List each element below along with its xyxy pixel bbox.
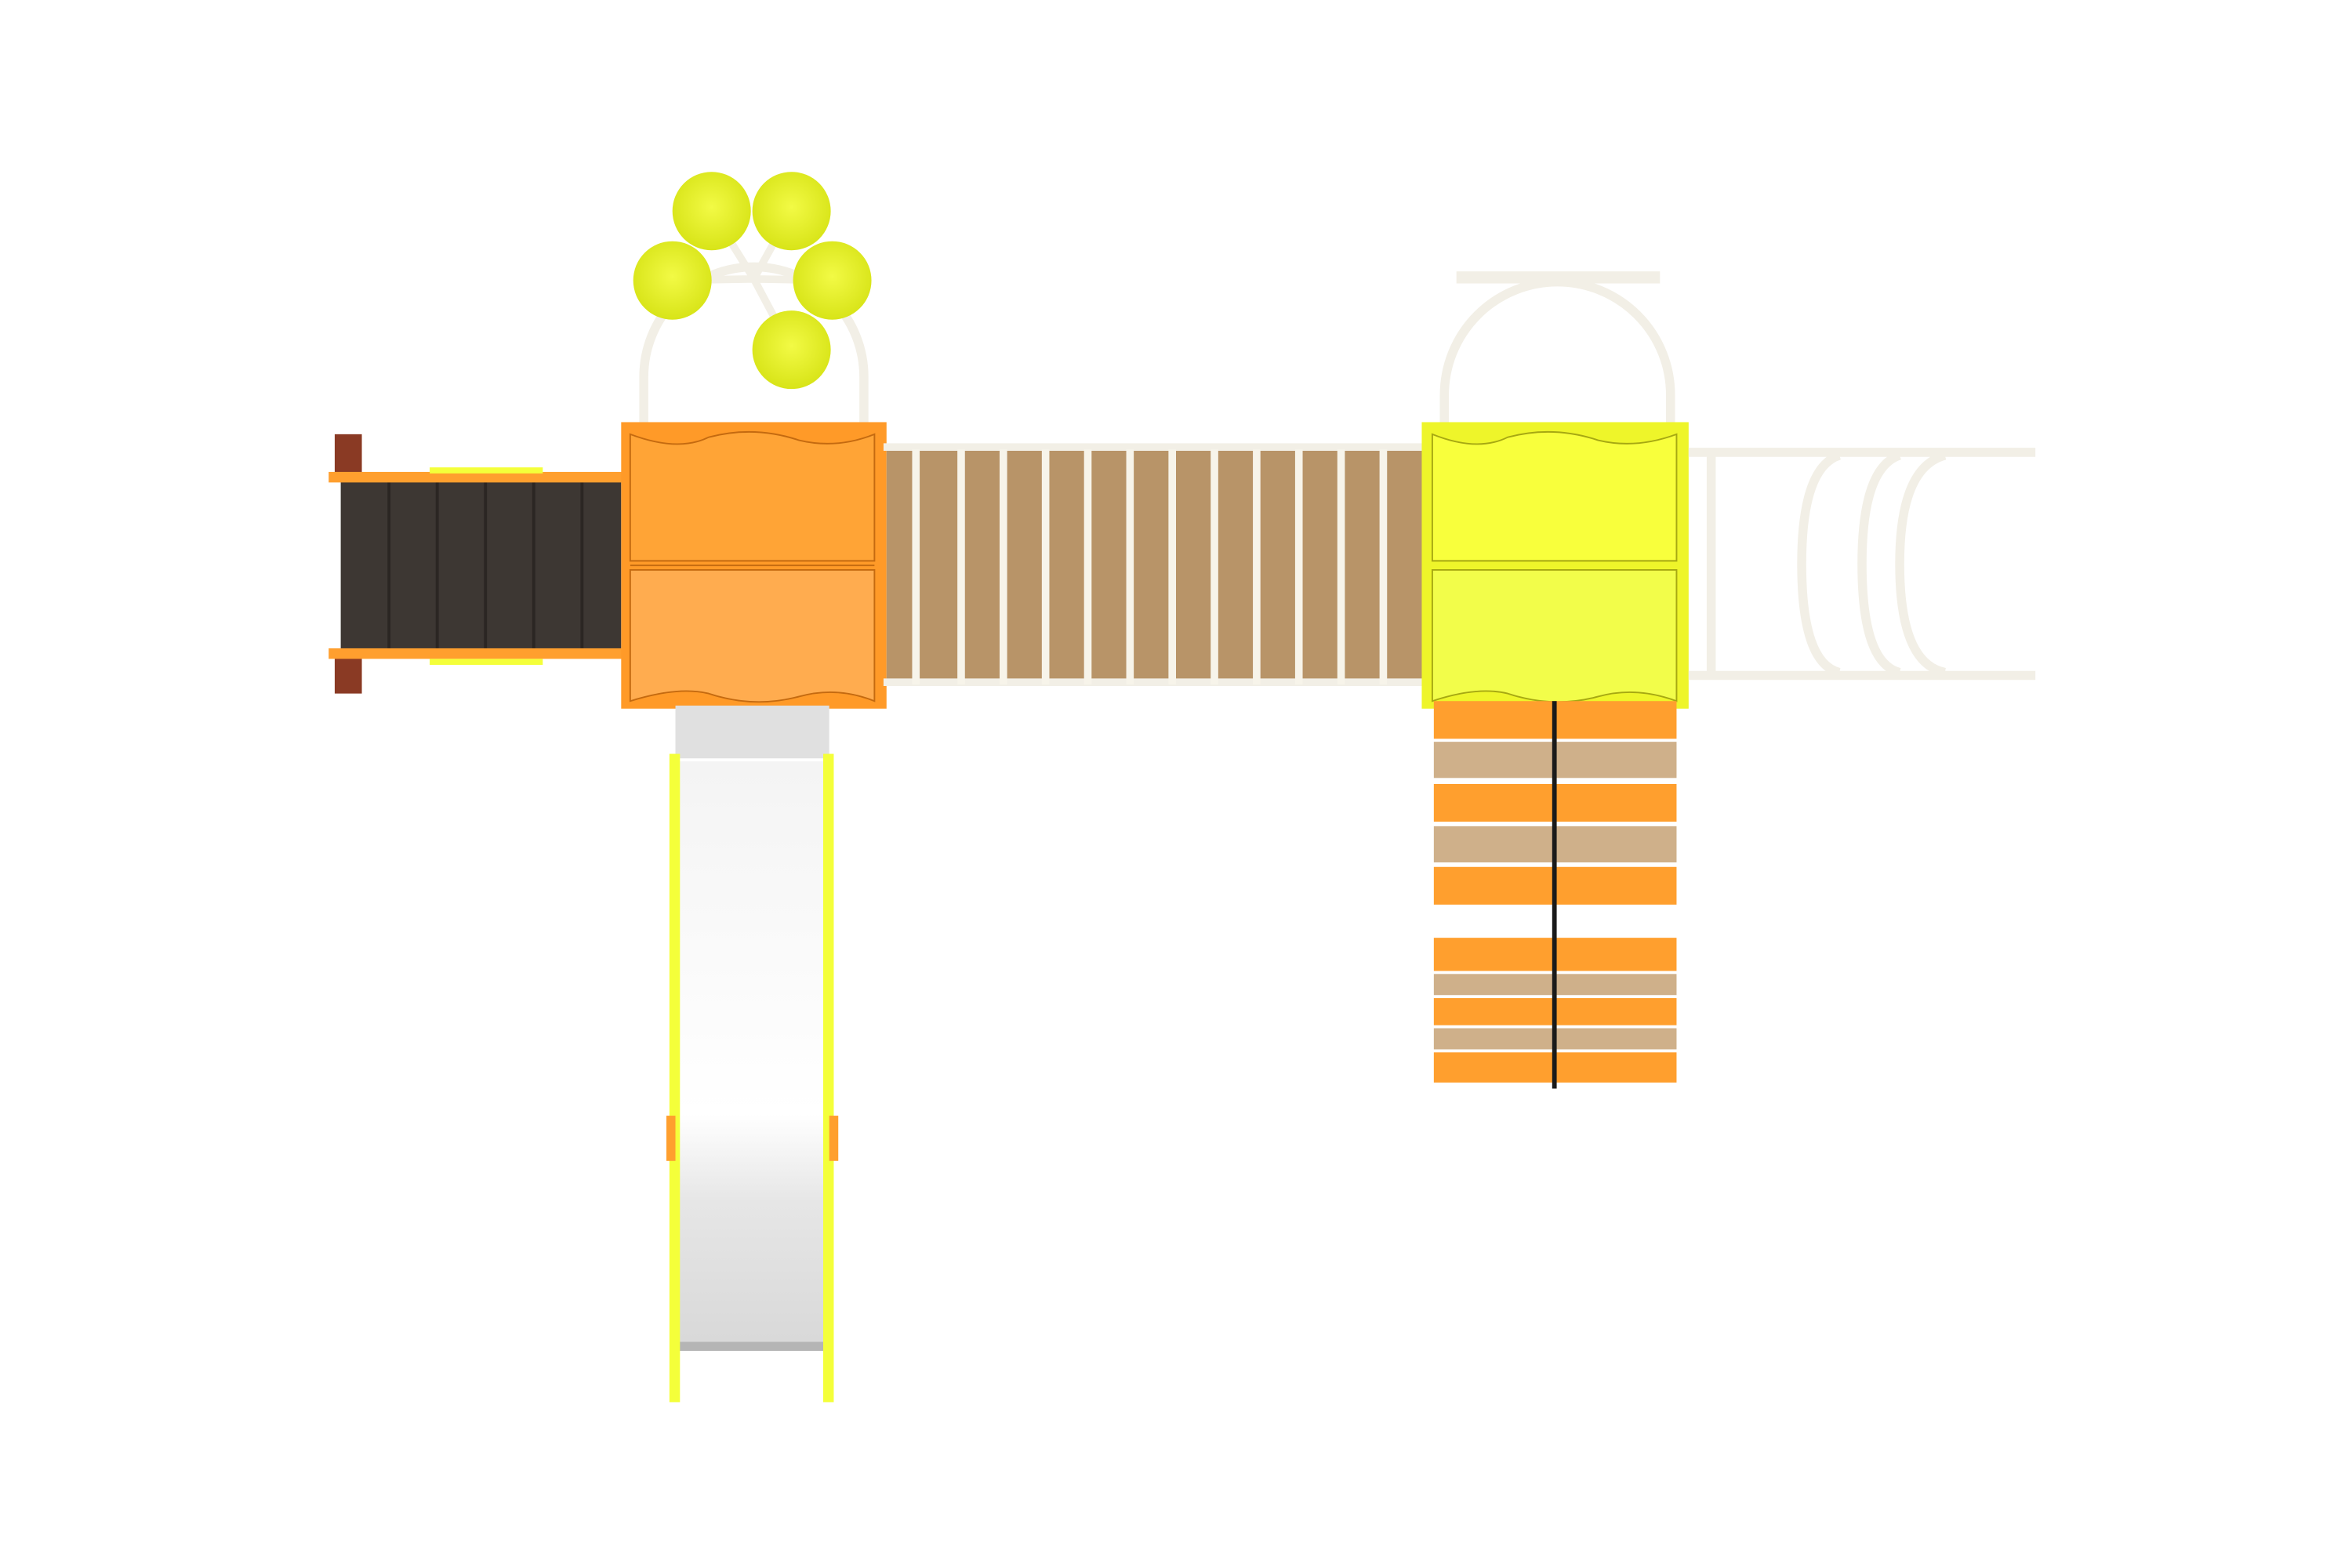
yellow-tower [1421, 422, 1689, 709]
plank-bridge [883, 443, 1428, 686]
stair-rail-bottom [328, 648, 623, 659]
yellow-discs [633, 172, 872, 390]
climbing-wall [1433, 701, 1677, 1089]
slide-bed [678, 761, 826, 1350]
post [334, 434, 362, 474]
left-stairs [328, 434, 623, 694]
orange-tower [621, 422, 887, 709]
disc [793, 241, 872, 320]
disc [633, 241, 712, 320]
arch-climber [1688, 448, 2036, 681]
stair-rail-top [328, 471, 623, 483]
disc [672, 172, 751, 251]
disc [752, 310, 831, 390]
disc [752, 172, 831, 251]
yellow-tower-arch [1439, 271, 1675, 430]
stair-treads [340, 479, 622, 652]
slide [666, 706, 839, 1403]
slide-edge-left [669, 753, 681, 1403]
slide-edge-right [823, 753, 834, 1403]
